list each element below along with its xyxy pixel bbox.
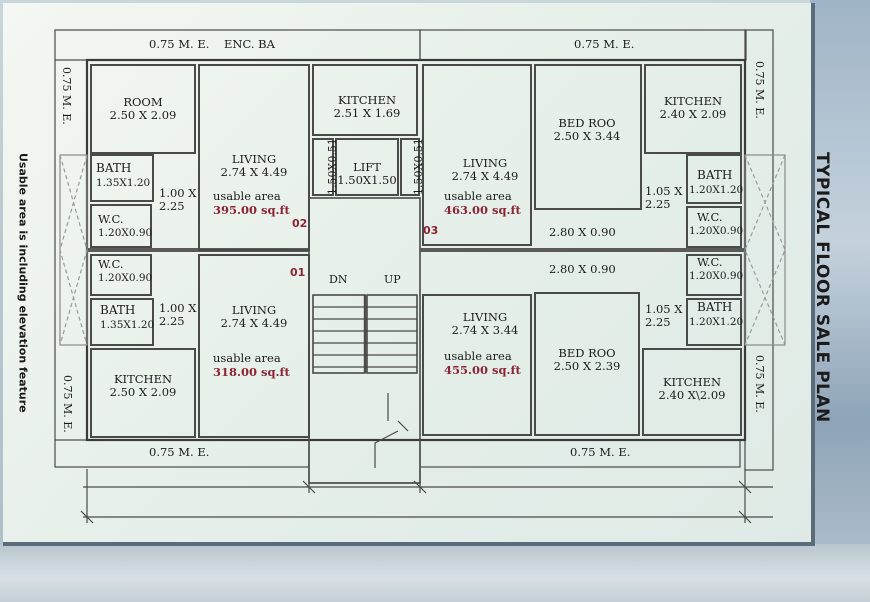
- usable-area-note: Usable area is including elevation featu…: [16, 153, 30, 413]
- living-04-area: 455.00 sq.ft: [444, 363, 521, 377]
- wc-bl: W.C.1.20X0.90: [98, 257, 153, 285]
- margin-left-bottom-label: 0.75 M. E.: [61, 375, 74, 433]
- margin-left-top-label: 0.75 M. E.: [60, 67, 73, 125]
- pass-tl: 1.00 X 2.25: [159, 186, 197, 214]
- margin-right-top-label: 0.75 M. E.: [753, 61, 766, 119]
- floor-plan-drawing: [54, 29, 786, 524]
- margin-right-bottom-label: 0.75 M. E.: [753, 355, 766, 413]
- wc-tr: W.C.1.20X0.90: [689, 210, 744, 238]
- living-04-usable: usable area: [444, 349, 512, 363]
- living-03-usable: usable area: [444, 189, 512, 203]
- background-sky-bottom: [0, 544, 870, 602]
- pass-bl: 1.00 X 2.25: [159, 301, 197, 329]
- living-03-area: 463.00 sq.ft: [444, 203, 521, 217]
- margin-top-right-label: 0.75 M. E.: [574, 37, 635, 51]
- unit-01-label: 01: [290, 266, 306, 279]
- wc-tl: W.C.1.20X0.90: [98, 212, 153, 240]
- pass-tr: 1.05 X 2.25: [645, 184, 683, 212]
- margin-bottom-left-label: 0.75 M. E.: [149, 445, 210, 459]
- corridor-bottom: 2.80 X 0.90: [549, 262, 616, 276]
- floor-plan-sheet: 0.75 M. E. ENC. BA 0.75 M. E. 0.75 M. E.…: [3, 3, 815, 546]
- living-02-usable: usable area: [213, 189, 281, 203]
- living-01-area: 318.00 sq.ft: [213, 365, 290, 379]
- margin-bottom-right-label: 0.75 M. E.: [570, 445, 631, 459]
- wc-br: W.C.1.20X0.90: [689, 255, 744, 283]
- margin-top-left-label: 0.75 M. E.: [149, 37, 210, 51]
- pass-br: 1.05 X 2.25: [645, 302, 683, 330]
- living-01-usable: usable area: [213, 351, 281, 365]
- unit-03-label: 03: [423, 224, 439, 237]
- unit-02-label: 02: [292, 217, 308, 230]
- stairs-up-label: UP: [384, 273, 401, 286]
- stairs-down-label: DN: [329, 273, 348, 286]
- shaft-right: 1.50X0.51: [412, 138, 425, 195]
- background-sky-right: [810, 0, 870, 602]
- living-02-area: 395.00 sq.ft: [213, 203, 290, 217]
- corridor-top: 2.80 X 0.90: [549, 225, 616, 239]
- enc-ba-label: ENC. BA: [224, 37, 275, 51]
